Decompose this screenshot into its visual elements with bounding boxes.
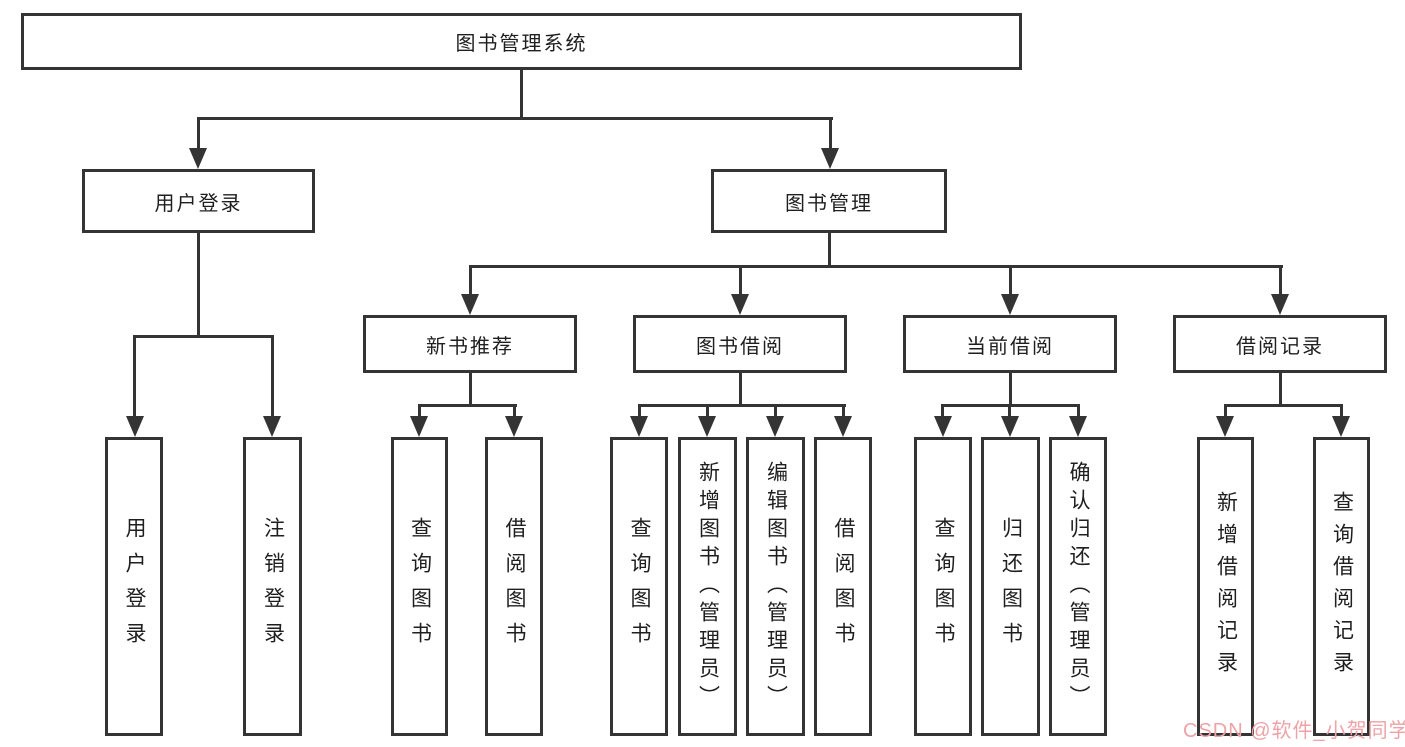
connector-line bbox=[271, 335, 274, 419]
arrowhead-down-icon bbox=[834, 416, 852, 437]
connector-line bbox=[1279, 265, 1282, 297]
watermark: CSDN @软件_小贺同学 bbox=[1183, 720, 1405, 742]
connector-line bbox=[829, 117, 832, 151]
arrowhead-down-icon bbox=[1001, 294, 1019, 315]
connector-line bbox=[1340, 404, 1343, 420]
connector-line bbox=[1224, 404, 1343, 407]
node-root: 图书管理系统 bbox=[21, 13, 1022, 70]
arrowhead-down-icon bbox=[821, 148, 839, 169]
node-add-borrow-record: 新增借阅记录 bbox=[1197, 437, 1254, 736]
arrowhead-down-icon bbox=[1332, 416, 1350, 437]
node-logout-op: 注销登录 bbox=[243, 437, 302, 736]
connector-line bbox=[1009, 373, 1012, 407]
arrowhead-down-icon bbox=[1216, 416, 1234, 437]
arrowhead-down-icon bbox=[505, 416, 523, 437]
arrowhead-down-icon bbox=[731, 294, 749, 315]
connector-line bbox=[828, 233, 831, 268]
node-new-book-recommend: 新书推荐 bbox=[363, 315, 577, 373]
node-query-borrow-record: 查询借阅记录 bbox=[1313, 437, 1370, 736]
node-query-current-borrow: 查询图书 bbox=[914, 437, 972, 736]
arrowhead-down-icon bbox=[410, 416, 428, 437]
connector-line bbox=[941, 404, 944, 420]
arrowhead-down-icon bbox=[698, 416, 716, 437]
connector-line bbox=[638, 404, 641, 420]
node-query-book-borrow: 查询图书 bbox=[610, 437, 668, 736]
connector-line bbox=[1279, 373, 1282, 407]
connector-line bbox=[706, 404, 709, 420]
node-current-borrowing: 当前借阅 bbox=[903, 315, 1117, 373]
arrowhead-down-icon bbox=[934, 416, 952, 437]
node-book-management: 图书管理 bbox=[711, 169, 947, 233]
connector-line bbox=[133, 335, 136, 419]
connector-line bbox=[842, 404, 845, 420]
arrowhead-down-icon bbox=[766, 416, 784, 437]
node-confirm-return-admin: 确认归还（管理员） bbox=[1049, 437, 1107, 736]
node-borrow-book-recommend: 借阅图书 bbox=[485, 437, 543, 736]
node-book-borrowing: 图书借阅 bbox=[633, 315, 847, 373]
arrowhead-down-icon bbox=[1271, 294, 1289, 315]
connector-line bbox=[1008, 404, 1011, 420]
node-borrow-book-op: 借阅图书 bbox=[814, 437, 872, 736]
connector-line bbox=[1077, 404, 1080, 420]
connector-line bbox=[469, 373, 472, 407]
connector-line bbox=[1224, 404, 1227, 420]
connector-line bbox=[520, 70, 523, 118]
connector-line bbox=[739, 373, 742, 407]
node-borrowing-records: 借阅记录 bbox=[1173, 315, 1387, 373]
arrowhead-down-icon bbox=[1001, 416, 1019, 437]
connector-line bbox=[739, 265, 742, 297]
node-user-login-op: 用户登录 bbox=[105, 437, 163, 736]
connector-line bbox=[197, 117, 200, 151]
connector-line bbox=[133, 335, 274, 338]
arrowhead-down-icon bbox=[263, 416, 281, 437]
node-return-book: 归还图书 bbox=[981, 437, 1040, 736]
connector-line bbox=[638, 404, 846, 407]
connector-line bbox=[418, 404, 517, 407]
node-edit-book-admin: 编辑图书（管理员） bbox=[746, 437, 805, 736]
arrowhead-down-icon bbox=[189, 148, 207, 169]
connector-line bbox=[197, 117, 833, 120]
connector-line bbox=[469, 265, 1283, 268]
arrowhead-down-icon bbox=[461, 294, 479, 315]
connector-line bbox=[774, 404, 777, 420]
node-add-book-admin: 新增图书（管理员） bbox=[678, 437, 737, 736]
node-user-login: 用户登录 bbox=[82, 169, 315, 233]
connector-line bbox=[197, 233, 200, 338]
arrowhead-down-icon bbox=[126, 416, 144, 437]
connector-line bbox=[513, 404, 516, 420]
connector-line bbox=[469, 265, 472, 297]
arrowhead-down-icon bbox=[630, 416, 648, 437]
arrowhead-down-icon bbox=[1069, 416, 1087, 437]
node-query-book-recommend: 查询图书 bbox=[391, 437, 448, 736]
connector-line bbox=[418, 404, 421, 420]
connector-line bbox=[1009, 265, 1012, 297]
